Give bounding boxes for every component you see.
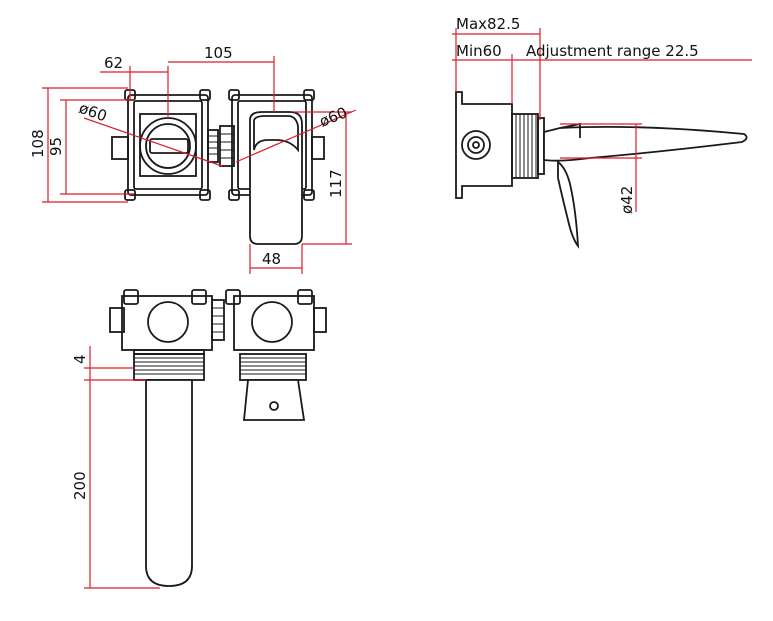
dia-60-right: ø60	[317, 103, 350, 130]
dim-min: Min60	[456, 42, 502, 60]
dim-4: 4	[71, 354, 89, 364]
side-view: Max82.5 Min60 Adjustment range 22.5 ø42	[452, 15, 752, 249]
dia-42: ø42	[618, 186, 636, 214]
side-dimension-lines	[452, 28, 752, 212]
front-dimension-lines	[42, 56, 357, 274]
dia-60-left: ø60	[77, 99, 110, 126]
dim-117: 117	[327, 169, 345, 198]
dim-48: 48	[262, 250, 281, 268]
front-view: 62 105 108 95 ø60 ø60 117 48	[29, 44, 357, 274]
dim-105: 105	[204, 44, 233, 62]
bottom-view: 4 200	[71, 289, 327, 589]
bottom-dimension-lines	[84, 346, 160, 589]
dim-200: 200	[71, 471, 89, 500]
dim-adjustment-range: Adjustment range 22.5	[526, 42, 699, 60]
dim-62: 62	[104, 54, 123, 72]
right-mounting-box	[219, 89, 325, 245]
dim-max: Max82.5	[456, 15, 520, 33]
dim-108: 108	[29, 129, 47, 158]
dim-95: 95	[47, 137, 65, 156]
left-mounting-box	[111, 89, 219, 201]
